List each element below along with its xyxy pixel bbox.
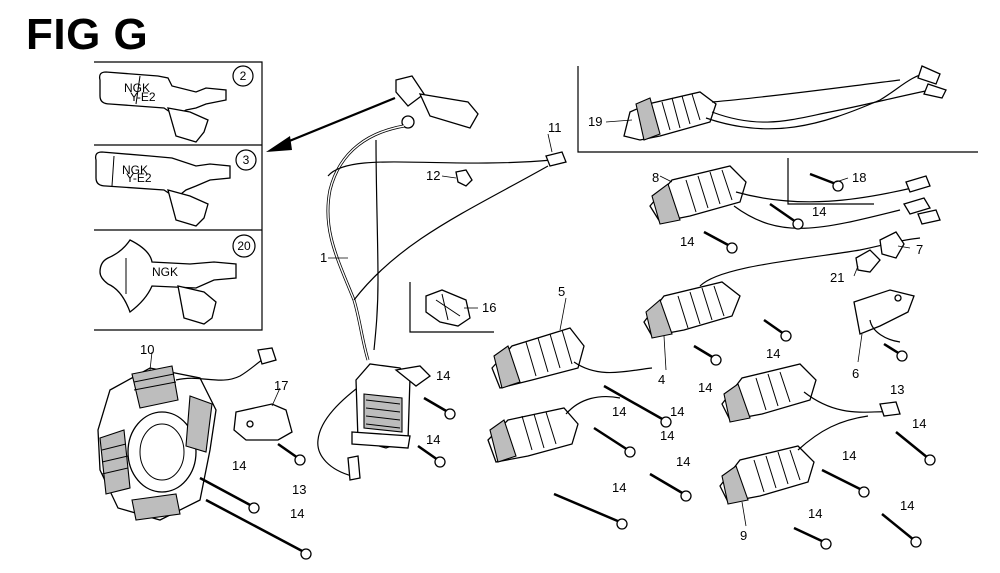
- part-label-14: 14: [290, 506, 304, 521]
- part-label-8: 8: [652, 170, 659, 185]
- ignition-coil-9: [719, 415, 869, 505]
- part-labels: 1 4 5 6 7 8 9 10 11 12 13 13 14 14 14 14…: [140, 114, 926, 543]
- part-label-14: 14: [676, 454, 690, 469]
- cap-marking: Y-E2: [126, 171, 152, 185]
- part-label-21: 21: [830, 270, 844, 285]
- part-label-11: 11: [548, 120, 562, 135]
- part-label-14: 14: [912, 416, 926, 431]
- bolt: [693, 344, 722, 366]
- part-label-14: 14: [436, 368, 450, 383]
- part-label-14: 14: [812, 204, 826, 219]
- ignition-coil-5: [491, 327, 653, 389]
- bracket-6: [853, 289, 915, 343]
- svg-text:3: 3: [243, 153, 250, 167]
- inset-ref-2: 2: [232, 65, 254, 87]
- figure-title: FIG G: [26, 10, 149, 59]
- stator-10: [97, 347, 277, 521]
- bolt: [703, 230, 738, 254]
- cap-marking: Y-E2: [130, 90, 156, 104]
- spark-plug-cap-20: NGK: [99, 239, 237, 325]
- part-label-5: 5: [558, 284, 565, 299]
- part-label-14: 14: [232, 458, 246, 473]
- leader-lines: [149, 119, 911, 527]
- bracket-17: [233, 403, 293, 441]
- bolt: [423, 396, 456, 420]
- bolt: [553, 492, 628, 530]
- wire-clamp-16: [425, 289, 471, 327]
- part-label-14: 14: [680, 234, 694, 249]
- ignition-coil-4: [643, 237, 921, 339]
- bolt: [821, 468, 870, 498]
- part-label-14: 14: [766, 346, 780, 361]
- svg-text:20: 20: [237, 239, 251, 253]
- cap-marking: NGK: [122, 163, 148, 177]
- part-label-7: 7: [916, 242, 923, 257]
- ignition-coil-19: [623, 65, 947, 141]
- part-label-12: 12: [426, 168, 440, 183]
- part-label-14: 14: [660, 428, 674, 443]
- part-label-18: 18: [852, 170, 866, 185]
- bolt: [769, 202, 804, 230]
- spark-plug-cap-inset: NGK Y-E2 NGK Y-E2 NGK 2 3 20: [94, 61, 263, 331]
- bolt: [205, 498, 312, 560]
- bolt: [883, 342, 908, 362]
- part-label-14: 14: [612, 404, 626, 419]
- ignition-coil-right-upper: [721, 363, 901, 423]
- bolt: [763, 318, 792, 342]
- ignition-coil-lower-left: [487, 395, 621, 463]
- part-label-14: 14: [670, 404, 684, 419]
- inset-ref-3: 3: [235, 149, 257, 171]
- grommet-7: [879, 231, 905, 259]
- ignition-coil-1: [317, 75, 567, 481]
- cap-marking: NGK: [152, 265, 178, 279]
- part-label-9: 9: [740, 528, 747, 543]
- bolt: [895, 431, 936, 466]
- part-label-16: 16: [482, 300, 496, 315]
- part-label-14: 14: [808, 506, 822, 521]
- part-label-17: 17: [274, 378, 288, 393]
- part-label-19: 19: [588, 114, 602, 129]
- part-label-14: 14: [842, 448, 856, 463]
- part-label-10: 10: [140, 342, 154, 357]
- bolt: [593, 426, 636, 458]
- part-label-14: 14: [612, 480, 626, 495]
- part-label-13-left: 13: [292, 482, 306, 497]
- part-label-14: 14: [698, 380, 712, 395]
- reference-arrow: [266, 96, 396, 152]
- bolt: [199, 476, 260, 514]
- svg-text:2: 2: [240, 69, 247, 83]
- part-label-4: 4: [658, 372, 665, 387]
- bolt: [793, 526, 832, 550]
- bolt: [881, 513, 922, 548]
- cap-marking: NGK: [124, 81, 150, 95]
- wire-clip-12: [455, 169, 473, 187]
- bolts: [199, 172, 936, 560]
- bolt: [277, 442, 306, 466]
- part-label-6: 6: [852, 366, 859, 381]
- part-label-14: 14: [900, 498, 914, 513]
- part-label-1: 1: [320, 250, 327, 265]
- part-label-13-right: 13: [890, 382, 904, 397]
- spark-plug-cap-2: NGK Y-E2: [98, 71, 227, 143]
- spark-plug-cap-3: NGK Y-E2: [94, 151, 231, 227]
- bolt: [417, 444, 446, 468]
- bolt: [649, 472, 692, 502]
- bolt: [809, 172, 844, 192]
- part-label-14: 14: [426, 432, 440, 447]
- grommet-21: [855, 249, 881, 273]
- bolt: [603, 384, 672, 428]
- inset-ref-20: 20: [232, 234, 256, 258]
- ignition-coil-8: [649, 165, 941, 229]
